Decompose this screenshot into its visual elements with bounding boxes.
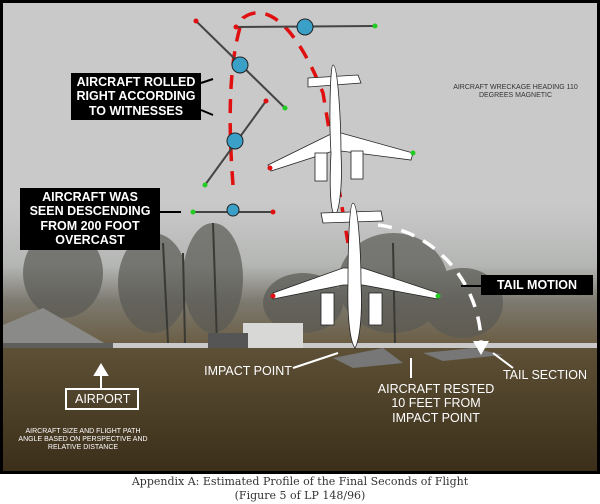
- label-tail-motion: TAIL MOTION: [481, 275, 593, 296]
- aircraft-level-top: [233, 18, 378, 36]
- label-perspective-note: AIRCRAFT SIZE AND FLIGHT PATH ANGLE BASE…: [18, 428, 148, 452]
- aircraft-planform-upper: [267, 64, 416, 216]
- label-airport: AIRPORT: [65, 388, 139, 411]
- tail-motion-arc: [377, 223, 483, 349]
- figure-caption: Appendix A: Estimated Profile of the Fin…: [0, 475, 600, 504]
- tail-motion-arrowhead: [473, 341, 489, 355]
- label-wreckage-heading: AIRCRAFT WRECKAGE HEADING 110 DEGREES MA…: [453, 84, 578, 100]
- caption-line-1: Appendix A: Estimated Profile of the Fin…: [131, 475, 469, 488]
- aircraft-rolled-2: [202, 98, 269, 188]
- aircraft-rolled-1: [193, 18, 288, 111]
- label-impact-point: IMPACT POINT: [204, 364, 292, 378]
- leader-lines: [160, 78, 481, 287]
- tree-trunks: [162, 222, 396, 344]
- caption-line-2: (Figure 5 of LP 148/96): [234, 489, 366, 503]
- label-aircraft-rested: AIRCRAFT RESTED 10 FEET FROM IMPACT POIN…: [377, 382, 495, 425]
- aircraft-descending: [190, 203, 276, 217]
- label-tail-section: TAIL SECTION: [502, 368, 588, 382]
- label-rolled-right: AIRCRAFT ROLLED RIGHT ACCORDING TO WITNE…: [71, 73, 201, 121]
- aircraft-planform-lower: [270, 202, 441, 349]
- scene-illustration: [3, 11, 597, 471]
- accident-figure: AIRCRAFT ROLLED RIGHT ACCORDING TO WITNE…: [0, 0, 600, 474]
- label-seen-descending: AIRCRAFT WAS SEEN DESCENDING FROM 200 FO…: [20, 188, 160, 250]
- white-leader-lines: [93, 352, 514, 388]
